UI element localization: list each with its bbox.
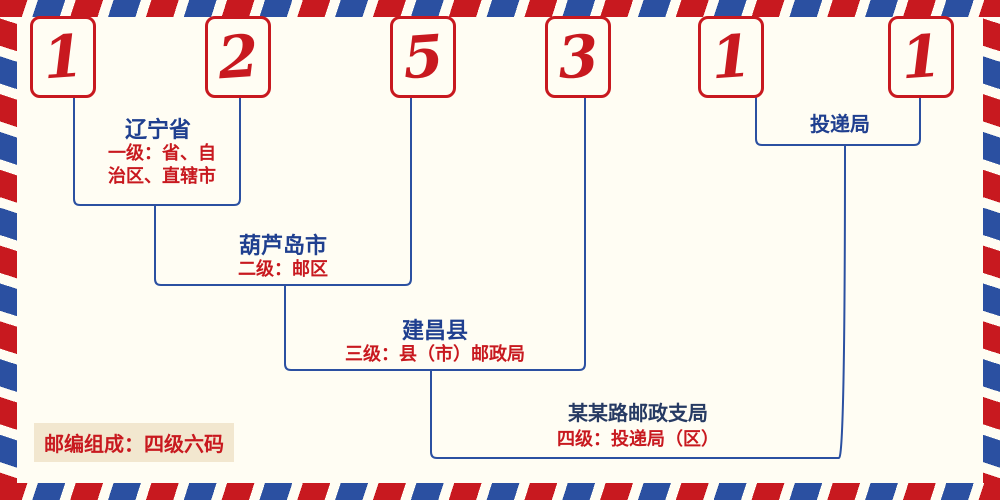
- level3-description: 三级：县（市）邮政局: [345, 344, 525, 364]
- level2-region-label: 葫芦岛市: [238, 233, 328, 258]
- delivery-office-bracket: [755, 95, 921, 146]
- level4-description: 四级：投递局（区）: [557, 429, 719, 449]
- digit-2: 2: [215, 21, 261, 93]
- digit-box-1: 1: [30, 16, 96, 98]
- digit-5: 1: [708, 21, 754, 93]
- level4-region-label: 某某路邮政支局: [568, 403, 708, 425]
- level1-bracket: [73, 95, 241, 206]
- airmail-border-left: [0, 0, 17, 500]
- digit-4: 3: [555, 21, 601, 93]
- level3-region-label: 建昌县: [401, 318, 469, 343]
- level3-bracket: [284, 95, 586, 371]
- digit-box-4: 3: [545, 16, 611, 98]
- digit-box-3: 5: [390, 16, 456, 98]
- level1-region-label: 辽宁省: [124, 117, 192, 142]
- digit-box-2: 2: [205, 16, 271, 98]
- digit-box-6: 1: [888, 16, 954, 98]
- level4-bracket: [430, 144, 846, 459]
- airmail-border-bottom: [0, 483, 1000, 500]
- airmail-border-top: [0, 0, 1000, 17]
- airmail-border-right: [983, 0, 1000, 500]
- level2-bracket: [154, 95, 412, 286]
- delivery-office-label: 投递局: [810, 114, 870, 136]
- level2-description: 二级：邮区: [238, 259, 328, 279]
- composition-note: 邮编组成：四级六码: [34, 423, 234, 462]
- level1-description: 一级：省、自 治区、直辖市: [108, 143, 216, 186]
- digit-1: 1: [40, 21, 86, 93]
- digit-box-5: 1: [698, 16, 764, 98]
- digit-6: 1: [898, 21, 944, 93]
- digit-3: 5: [400, 21, 446, 93]
